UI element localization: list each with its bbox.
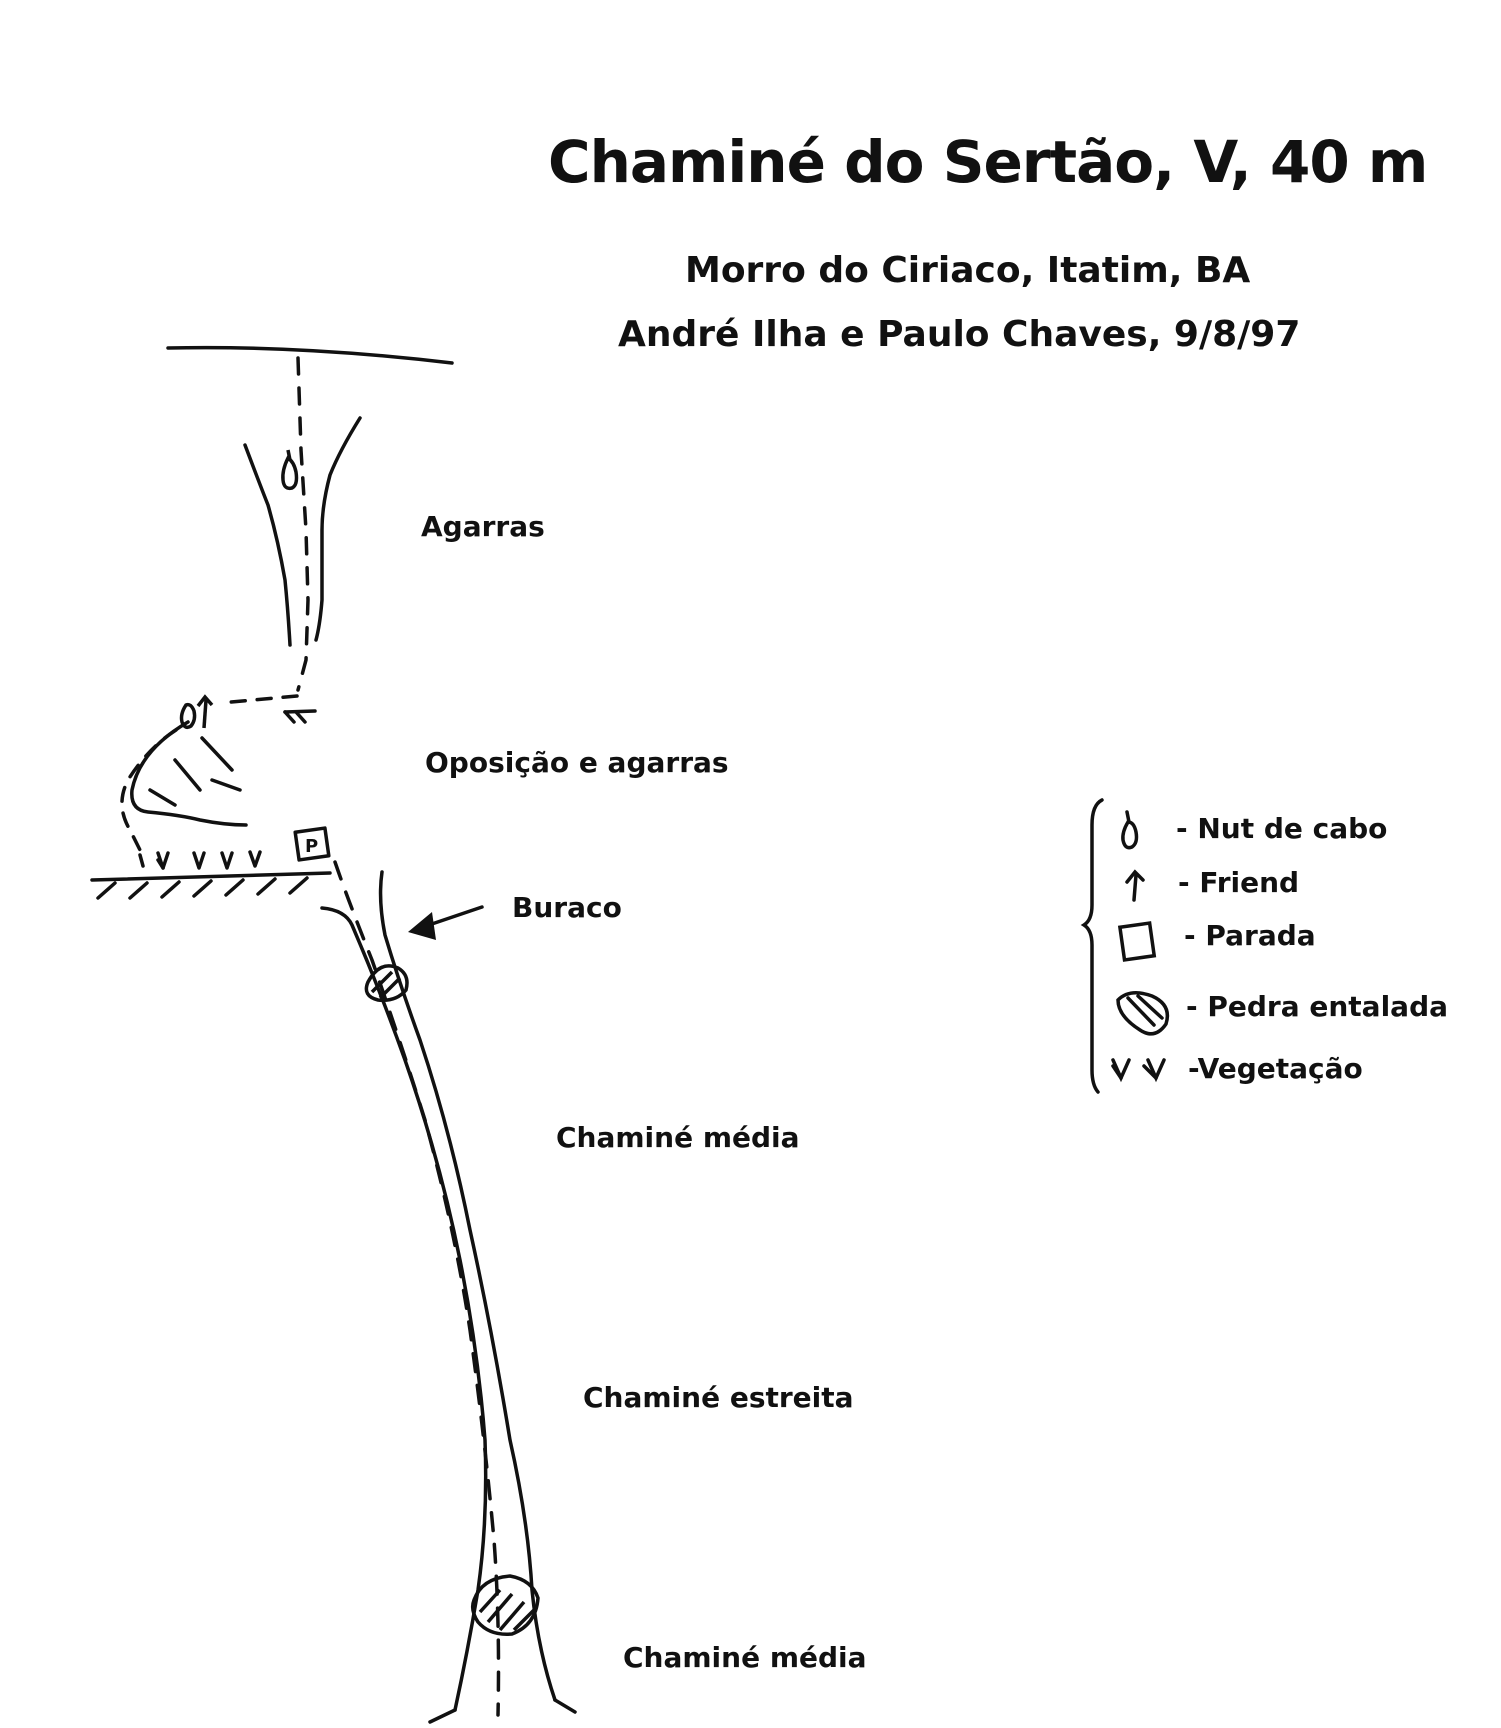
route-line-flake	[120, 728, 178, 852]
flake-outline	[130, 720, 248, 827]
nut-marker-top	[281, 449, 299, 491]
label-agarras: Agarras	[421, 510, 545, 543]
crack-wall-left	[243, 443, 292, 647]
chockstone-upper	[364, 964, 409, 1003]
route-line-main	[333, 860, 501, 1717]
label-buraco: Buraco	[512, 891, 622, 924]
belay-station-box	[293, 826, 331, 862]
chimney-wall-left	[320, 906, 488, 1712]
crack-wall-right	[314, 416, 362, 642]
friend-icon	[1132, 873, 1138, 902]
authors-subtitle: André Ilha e Paulo Chaves, 9/8/97	[618, 314, 1301, 355]
nut-icon	[1121, 820, 1139, 850]
buraco-arrow-head	[408, 912, 436, 940]
ledge-line	[90, 871, 332, 882]
legend-bracket	[1080, 798, 1104, 1094]
label-oposicao: Oposição e agarras	[425, 746, 729, 779]
nut-friend-marker	[179, 694, 214, 730]
summit-line	[166, 345, 454, 365]
vegetation-icon	[1111, 1058, 1166, 1083]
route-line-top	[296, 356, 310, 692]
legend-vegetacao-label: -Vegetação	[1188, 1052, 1363, 1085]
chimney-wall-right	[378, 870, 557, 1702]
chockstone-lower	[470, 1574, 540, 1636]
label-chamine-estreita: Chaminé estreita	[583, 1381, 854, 1414]
legend-friend-label: - Friend	[1178, 866, 1300, 899]
route-line-traverse	[218, 694, 299, 705]
vegetation-marks	[138, 850, 262, 870]
chockstone-icon	[1116, 991, 1170, 1036]
legend	[1080, 798, 1170, 1094]
topo-title: Chaminé do Sertão, V, 40 m	[548, 128, 1428, 196]
parada-icon	[1117, 921, 1157, 962]
label-chamine-media-1: Chaminé média	[556, 1121, 800, 1154]
legend-pedra-label: - Pedra entalada	[1186, 990, 1449, 1023]
parada-letter: P	[305, 836, 318, 857]
location-subtitle: Morro do Ciriaco, Itatim, BA	[685, 250, 1251, 291]
legend-parada-label: - Parada	[1184, 919, 1316, 952]
label-chamine-media-2: Chaminé média	[623, 1641, 867, 1674]
legend-nut-label: - Nut de cabo	[1176, 812, 1388, 845]
